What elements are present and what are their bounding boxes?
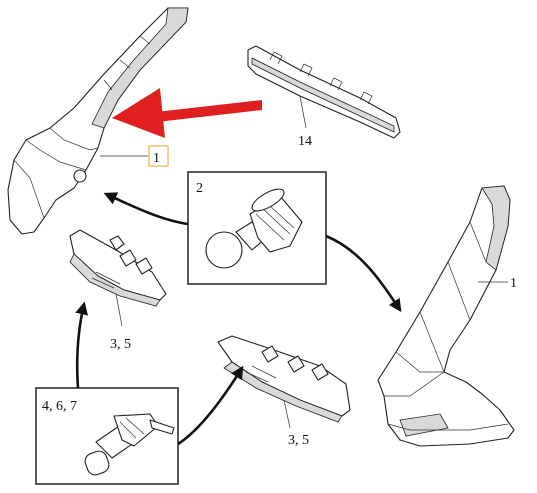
socket-illustration: [84, 413, 175, 476]
leader-line-3-5-upper: [115, 293, 123, 327]
tail-lamp-left-part[interactable]: [7, 7, 189, 235]
callout-3-5-upper: 3, 5: [110, 337, 131, 352]
bulb-holder-lower-part[interactable]: [217, 335, 351, 423]
callout-2: 2: [196, 181, 203, 196]
bulb-box[interactable]: 2: [187, 171, 327, 285]
callout-14: 14: [298, 134, 312, 149]
socket-box[interactable]: 4, 6, 7: [35, 387, 179, 485]
flow-arrow-bulb-to-lamp-left: [103, 192, 189, 226]
bulb-illustration: [205, 188, 303, 269]
brake-light-strip-part[interactable]: [247, 45, 401, 139]
callout-1-right: 1: [510, 276, 517, 291]
red-indicator-arrow: [112, 88, 262, 138]
highlight-box: [148, 145, 169, 167]
flow-arrow-socket-to-lower-holder: [177, 365, 244, 446]
bulb-holder-upper-part[interactable]: [69, 229, 167, 307]
callout-3-5-lower: 3, 5: [288, 433, 309, 448]
tail-lamp-right-part[interactable]: [377, 185, 515, 447]
flow-arrow-socket-to-upper-holder: [75, 301, 88, 389]
leader-line-14: [299, 95, 307, 129]
callout-1-left: 1: [153, 151, 160, 166]
flow-arrow-bulb-to-lamp-right: [325, 234, 402, 313]
callout-4-6-7: 4, 6, 7: [42, 399, 77, 414]
leader-line-3-5-lower: [283, 399, 291, 429]
